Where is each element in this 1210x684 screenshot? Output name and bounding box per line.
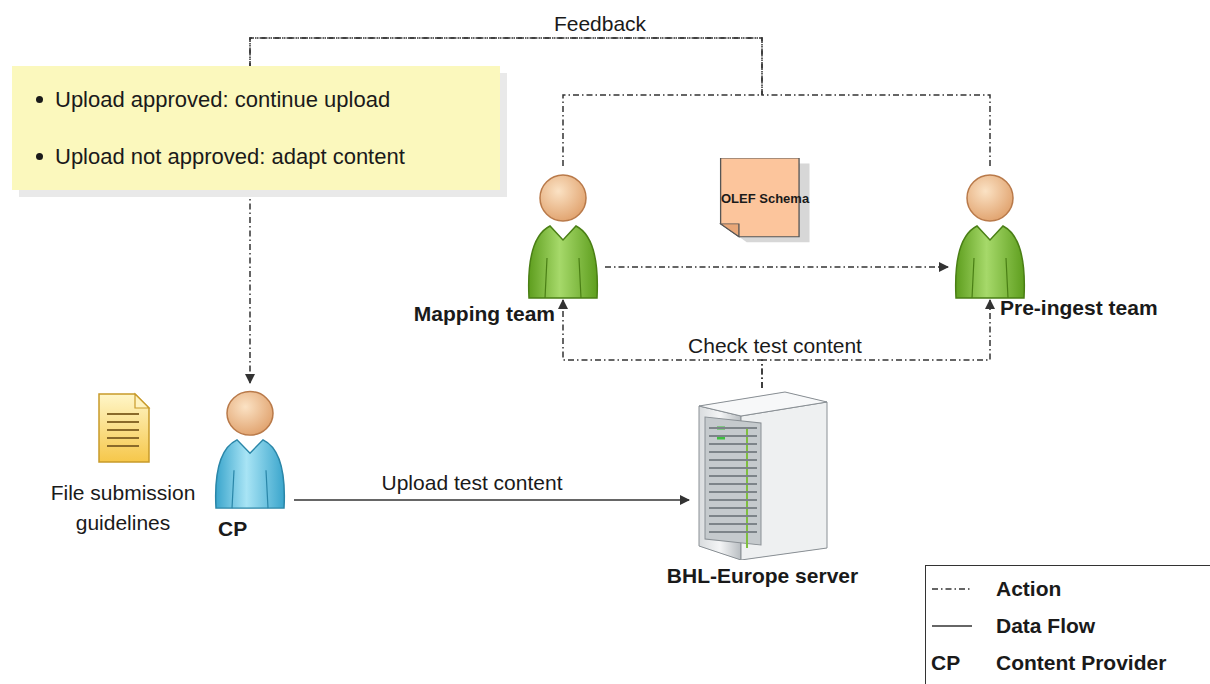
- file-icon: [93, 392, 153, 464]
- bullet-dot: [36, 153, 43, 160]
- legend-text: Content Provider: [996, 651, 1166, 675]
- data-flow-arrow: [294, 499, 689, 501]
- document-label: File submission guidelines: [40, 478, 206, 538]
- server-label: BHL-Europe server: [640, 564, 885, 588]
- edge-label: Upload test content: [378, 471, 567, 495]
- action-connector: [249, 190, 251, 383]
- legend-box: ActionData FlowCP Content Provider: [925, 565, 1210, 684]
- legend-text: Data Flow: [996, 614, 1095, 638]
- action-connector: [605, 266, 948, 268]
- bullet-dot: [36, 96, 43, 103]
- legend-item: Data Flow: [926, 611, 1095, 641]
- data-flow-sample: [932, 621, 972, 631]
- server-figure: [695, 388, 830, 560]
- guidelines-document: File submission guidelines: [40, 392, 206, 577]
- person-icon: Pre-ingest team: [950, 166, 1030, 300]
- note-text: Upload approved: continue upload: [55, 87, 390, 113]
- document-text: OLEF Schema: [721, 185, 809, 214]
- edge-label: Check test content: [684, 334, 866, 358]
- schema-document: OLEF Schema: [718, 158, 812, 244]
- person-figure: [523, 166, 603, 300]
- legend-abbreviation: CP: [931, 651, 977, 675]
- legend-text: Action: [996, 577, 1061, 601]
- action-sample: [932, 584, 972, 594]
- note-text: Upload not approved: adapt content: [55, 144, 405, 170]
- server-icon: BHL-Europe server: [695, 388, 830, 560]
- person-figure: [950, 166, 1030, 300]
- person-icon: Mapping team: [523, 166, 603, 300]
- legend-item: CP Content Provider: [926, 648, 1166, 678]
- person-icon: CP: [210, 383, 290, 510]
- legend-item: Action: [926, 574, 1061, 604]
- person-figure: [210, 383, 290, 510]
- person-label: Pre-ingest team: [1000, 296, 1158, 320]
- bullet-item: Upload approved: continue upload: [36, 87, 480, 113]
- bullet-item: Upload not approved: adapt content: [36, 144, 480, 170]
- person-label: CP: [218, 517, 247, 541]
- edge-label: Feedback: [550, 12, 650, 36]
- note-box: Upload approved: continue uploadUpload n…: [12, 66, 500, 190]
- person-label: Mapping team: [414, 302, 555, 326]
